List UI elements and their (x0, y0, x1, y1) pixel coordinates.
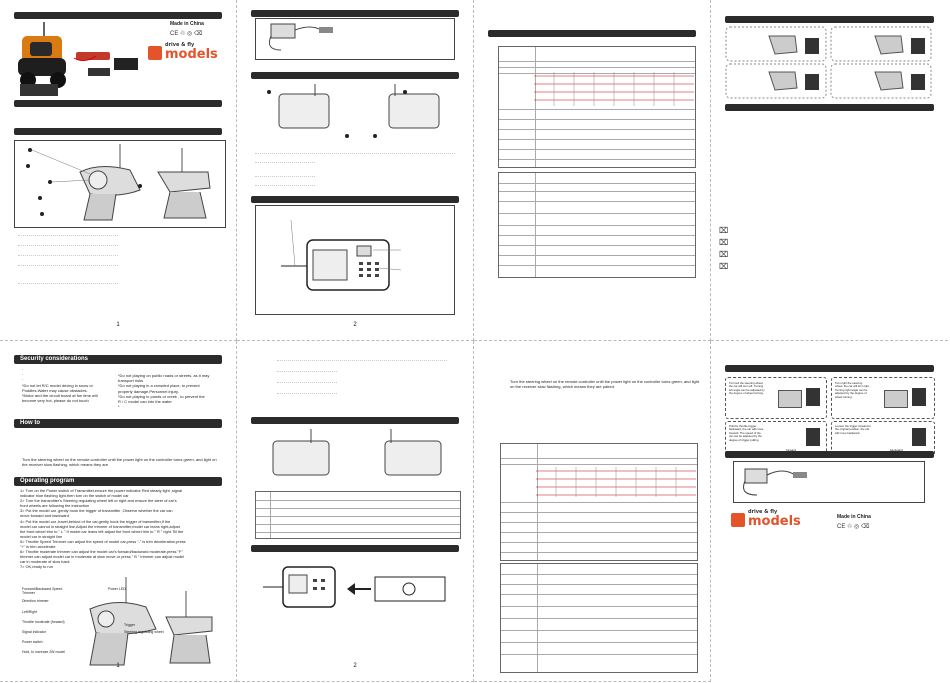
receiver-connect-diagram (263, 566, 446, 608)
header-bar (488, 30, 696, 37)
callout-labels-right2: Trigger Steering regulating wheel (124, 623, 164, 635)
battery-install-diagram (272, 429, 442, 476)
page-number: 1 (116, 322, 120, 328)
callout-labels: Forward/Backward Speed Trimmer Direction… (22, 587, 65, 655)
driving-panel-1: Turn left the steering wheel, the car wi… (725, 377, 827, 419)
manual-page-2: 2 (237, 0, 474, 341)
page-number: 2 (353, 663, 357, 669)
section-bar (251, 196, 459, 203)
header-bar (725, 16, 934, 23)
page6-lines (277, 355, 447, 394)
operating-steps: 1> Turn on the Power switch of Transmitt… (20, 488, 186, 570)
header-bar (725, 365, 934, 372)
manual-page-7: Turn the steering wheel on the remote co… (474, 341, 711, 682)
made-in-china-text: Made in China (170, 21, 204, 27)
function-table-2 (498, 172, 696, 278)
manual-page-3 (474, 0, 711, 341)
disposal-icon: ⌧ (719, 250, 729, 259)
logo-big-text: models (165, 47, 218, 62)
function-table (498, 46, 696, 168)
disposal-icon: ⌧ (719, 226, 729, 235)
section-bar (14, 100, 222, 107)
security-right-col: *Do not playing on public roads or stree… (118, 373, 210, 410)
manual-page-5: Security considerations ··· *Do not let … (0, 341, 237, 682)
table-detail (536, 467, 696, 497)
made-in-china-text: Made in China (837, 514, 871, 520)
page-number: 1 (116, 663, 120, 669)
howto-text: Turn the steering wheel on the remote co… (22, 457, 217, 468)
callout-labels-right: Power LED (108, 587, 126, 591)
certification-icons: CE ♲ ◎ ⌫ (170, 31, 203, 37)
disposal-icon: ⌧ (719, 262, 729, 271)
product-image (18, 22, 138, 96)
legend-lines (18, 230, 218, 284)
operating-header: Operating program (14, 477, 222, 486)
howto-header: How to (14, 419, 222, 428)
manual-page-1: Made in China CE ♲ ◎ ⌫ drive & fly model… (0, 0, 237, 341)
function-table-2 (500, 563, 698, 673)
section-bar (251, 72, 459, 79)
transmitter-callout-diagram (89, 577, 213, 666)
section-bar (725, 451, 934, 458)
driving-panel-2: Turn right the steering wheel, the car w… (831, 377, 935, 419)
section-bar (14, 128, 222, 135)
header-bar (251, 10, 459, 17)
manual-page-4: ⌧ ⌧ ⌧ ⌧ (711, 0, 948, 341)
certification-icons: CE ♲ ◎ ⌫ (837, 524, 870, 530)
function-table (500, 443, 698, 561)
section-bar (725, 104, 934, 111)
header-bar (14, 12, 222, 19)
page-number: 2 (353, 322, 357, 328)
manual-page-6: 2 (237, 341, 474, 682)
driving-panels (725, 26, 932, 99)
charging-diagram (268, 23, 333, 51)
security-left-col: ··· *Do not let R/C model driving in sno… (22, 367, 98, 404)
logo-small-text: drive & fly (748, 509, 778, 515)
battery-notes (255, 148, 455, 186)
transmitter-diagram (26, 144, 211, 221)
spec-table (255, 491, 461, 539)
disposal-icon: ⌧ (719, 238, 729, 247)
logo-small-text: drive & fly (165, 42, 195, 48)
logo-big-text: models (748, 514, 801, 529)
charging-diagram (743, 468, 807, 496)
brand-logo: drive & fly models (731, 509, 811, 531)
security-header: Security considerations (14, 355, 222, 364)
brand-logo: drive & fly models (148, 42, 222, 64)
section-bar (251, 545, 459, 552)
battery-install-diagram (267, 84, 440, 138)
pairing-intro: Turn the steering wheel on the remote co… (510, 379, 700, 390)
section-bar (251, 417, 459, 424)
receiver-diagram (281, 219, 402, 291)
table-detail (534, 72, 694, 106)
manual-page-8: Turn left the steering wheel, the car wi… (711, 341, 948, 682)
